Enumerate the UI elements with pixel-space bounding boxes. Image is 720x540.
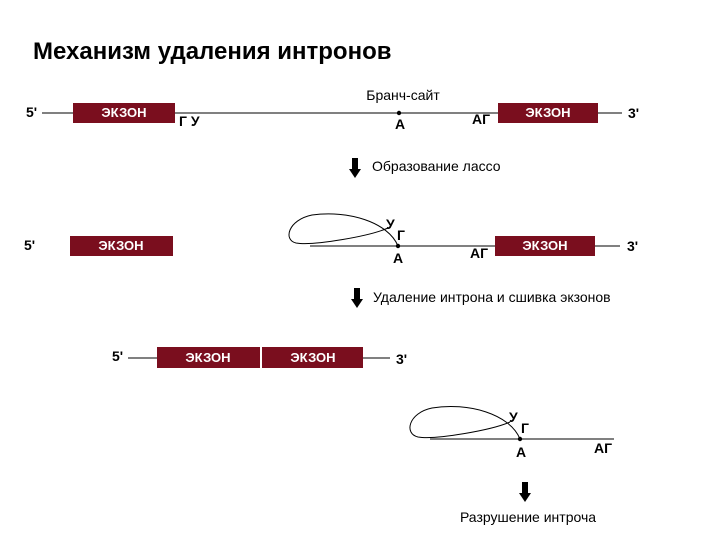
stage4-u-label: У [509,409,518,425]
stage2-three-prime: 3' [627,238,638,254]
stage1-exon-left-label: ЭКЗОН [101,105,146,120]
stage2-exon-right-label: ЭКЗОН [522,238,567,253]
stage1-exon-left [73,103,175,123]
stage2-u-label: У [386,216,395,232]
arrow-down-icon [352,158,358,169]
stage1-ag-label: АГ [472,111,490,127]
stage2-five-prime: 5' [24,237,35,253]
stage1-a-label: А [395,116,405,132]
stage3-exon-left [157,347,260,368]
stage1-exon-right [498,103,598,123]
stage1-gu-label: Г У [179,113,200,129]
stage1-branch-point [396,110,402,116]
stage2-exon-left-label: ЭКЗОН [98,238,143,253]
arrow-down-icon [354,288,360,299]
stage1-five-prime: 5' [26,104,37,120]
arrow-down-icon-head [349,169,361,178]
stage3-exon-left-label: ЭКЗОН [185,350,230,365]
step-1-label: Образование лассо [372,158,501,174]
stage3-five-prime: 5' [112,348,123,364]
stage-4-excised-lariat: У Г А АГ [409,405,614,460]
stage2-exon-right [495,236,595,256]
stage2-branch-point [395,243,401,249]
arrow-down-icon [522,482,528,493]
step-3-arrow: Разрушение интроча [460,482,596,525]
step-3-label: Разрушение интроча [460,509,596,525]
step-1-arrow: Образование лассо [349,158,501,178]
stage2-a-label: А [393,250,403,266]
page-title: Механизм удаления интронов [33,38,392,65]
stage1-exon-right-label: ЭКЗОН [525,105,570,120]
stage-3-mrna: 5' ЭКЗОН ЭКЗОН 3' [112,347,407,368]
stage2-lariat-loop [288,213,399,247]
step-2-label: Удаление интрона и сшивка экзонов [373,289,611,305]
branch-site-label: Бранч-сайт [366,87,440,103]
stage4-branch-point [517,436,523,442]
stage-1-pre-mrna: 5' ЭКЗОН Г У Бранч-сайт А АГ ЭКЗОН 3' [26,87,639,132]
stage4-a-label: А [516,444,526,460]
arrow-down-icon-head [351,299,363,308]
stage2-g-label: Г [397,227,405,243]
stage2-ag-label: АГ [470,245,488,261]
stage3-three-prime: 3' [396,351,407,367]
stage3-exon-right-label: ЭКЗОН [290,350,335,365]
stage4-g-label: Г [521,420,529,436]
stage-2-lariat: 5' ЭКЗОН У Г А АГ ЭКЗОН 3' [24,213,638,266]
stage3-exon-right [262,347,363,368]
stage1-three-prime: 3' [628,105,639,121]
stage4-ag-label: АГ [594,440,612,456]
step-2-arrow: Удаление интрона и сшивка экзонов [351,288,611,308]
stage2-exon-left [70,236,173,256]
arrow-down-icon-head [519,493,531,502]
stage4-lariat-loop [409,405,521,440]
